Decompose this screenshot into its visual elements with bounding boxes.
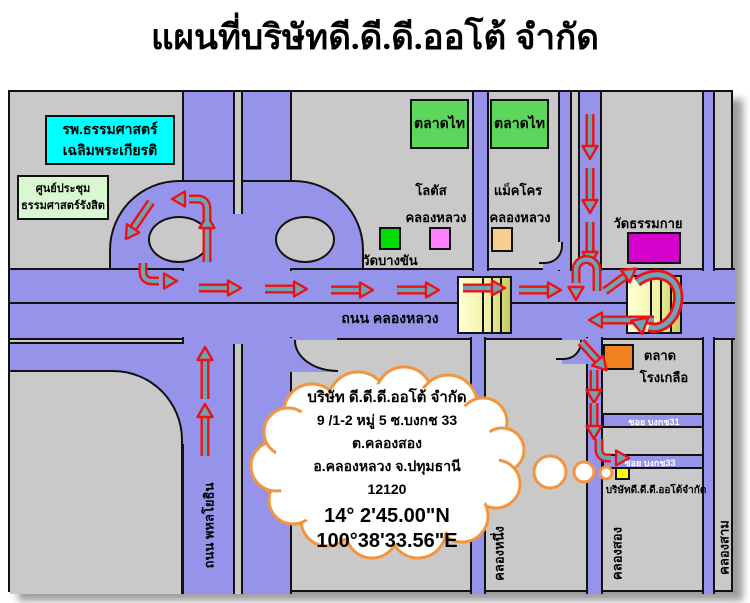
callout-company: บริษัท ดี.ดี.ดี.ออโต้ จำกัด [307, 389, 467, 406]
loop-island-right [275, 216, 335, 263]
lotus-box [429, 227, 451, 250]
phahonyothin-median-north [233, 92, 243, 214]
overpass-lane-line [650, 277, 652, 332]
rongkluea-box [603, 344, 634, 370]
callout-longitude: 100°38'33.56"E [316, 530, 458, 552]
overpass-lane-line [500, 278, 502, 332]
block-southwest [10, 370, 183, 594]
callout-address1: 9 /1-2 หมู่ 5 ซ.บงกช 33 [316, 412, 458, 428]
company-marker-box [615, 467, 630, 480]
callout-postcode: 12120 [367, 481, 407, 497]
khlong-luang-road-label: ถนน คลองหลวง [341, 310, 439, 326]
callout-address3: อ.คลองหลวง จ.ปทุมธานี [313, 458, 461, 474]
rongkluea-label-line1: ตลาด [643, 348, 677, 363]
wat-bangkhan-label: วัดบางขัน [362, 253, 418, 268]
makro-label-line2: คลองหลวง [489, 210, 551, 225]
road-khlong-sam-north [702, 92, 715, 271]
convention-center-box: ศูนย์ประชุม ธรรมศาสตร์รังสิต [17, 175, 109, 220]
overpass-lane-line [660, 277, 662, 332]
convention-label-line2: ธรรมศาสตร์รังสิต [21, 199, 105, 212]
khlong-luang-center-line [10, 302, 735, 304]
soi-bongkot-33-label: ซอย บงกช33 [624, 458, 676, 468]
road-khlong-song-south [586, 337, 603, 594]
hospital-label-line1: รพ.ธรรมศาสตร์ [62, 121, 158, 137]
company-marker-label: บริษัทดี.ดี.ดี.ออโต้จำกัด [605, 485, 707, 496]
lotus-label-line2: คลองหลวง [405, 210, 467, 225]
loop-island-left [148, 216, 210, 263]
callout-text: บริษัท ดี.ดี.ดี.ออโต้ จำกัด 9 /1-2 หมู่ … [267, 386, 507, 554]
talaad-thai-left-label: ตลาดไท [414, 115, 465, 131]
road-khlong-nueng-north [472, 92, 489, 271]
overpass-lane-line [670, 277, 672, 332]
road-khlong-song-north [578, 92, 602, 271]
callout-address2: ต.คลองสอง [352, 435, 422, 451]
phahonyothin-road-label: ถนน พหลโยธิน [201, 482, 217, 569]
makro-label-line1: แม็คโคร [493, 183, 543, 198]
wat-bangkhan-box [379, 227, 401, 250]
road-frontage-west [10, 342, 184, 372]
talaad-thai-box-left: ตลาดไท [410, 99, 469, 149]
wat-dhammakaya-label: วัดธรรมกาย [613, 216, 683, 231]
rongkluea-label-line2: โรงเกลือ [639, 370, 689, 385]
talaad-thai-right-label: ตลาดไท [494, 115, 545, 131]
khlong-song-label: คลองสอง [609, 527, 625, 580]
talaad-thai-box-right: ตลาดไท [490, 99, 549, 149]
road-khlong-song-north-west-lane [558, 92, 572, 271]
overpass-west [457, 276, 512, 334]
convention-label-line1: ศูนย์ประชุม [35, 182, 91, 195]
overpass-east [626, 275, 682, 334]
overpass-lane-line [482, 278, 484, 332]
makro-box [491, 227, 513, 252]
callout-latitude: 14° 2'45.00"N [324, 505, 450, 527]
hospital-box: รพ.ธรรมศาสตร์ เฉลิมพระเกียรติ [45, 115, 175, 165]
page-title: แผนที่บริษัทดี.ดี.ดี.ออโต้ จำกัด [150, 18, 600, 57]
soi-bongkot-31-label: ซอย บงกช31 [628, 417, 680, 427]
overpass-lane-line [491, 278, 493, 332]
route-map: รพ.ธรรมศาสตร์ เฉลิมพระเกียรติ ศูนย์ประชุ… [8, 90, 735, 594]
phahonyothin-median-south [233, 344, 243, 594]
road-khlong-sam-south [702, 337, 715, 594]
wat-dhammakaya-box [627, 232, 681, 264]
lotus-label-line1: โลตัส [415, 183, 447, 198]
khlong-sam-label: คลองสาม [716, 520, 732, 575]
hospital-label-line2: เฉลิมพระเกียรติ [62, 142, 158, 158]
